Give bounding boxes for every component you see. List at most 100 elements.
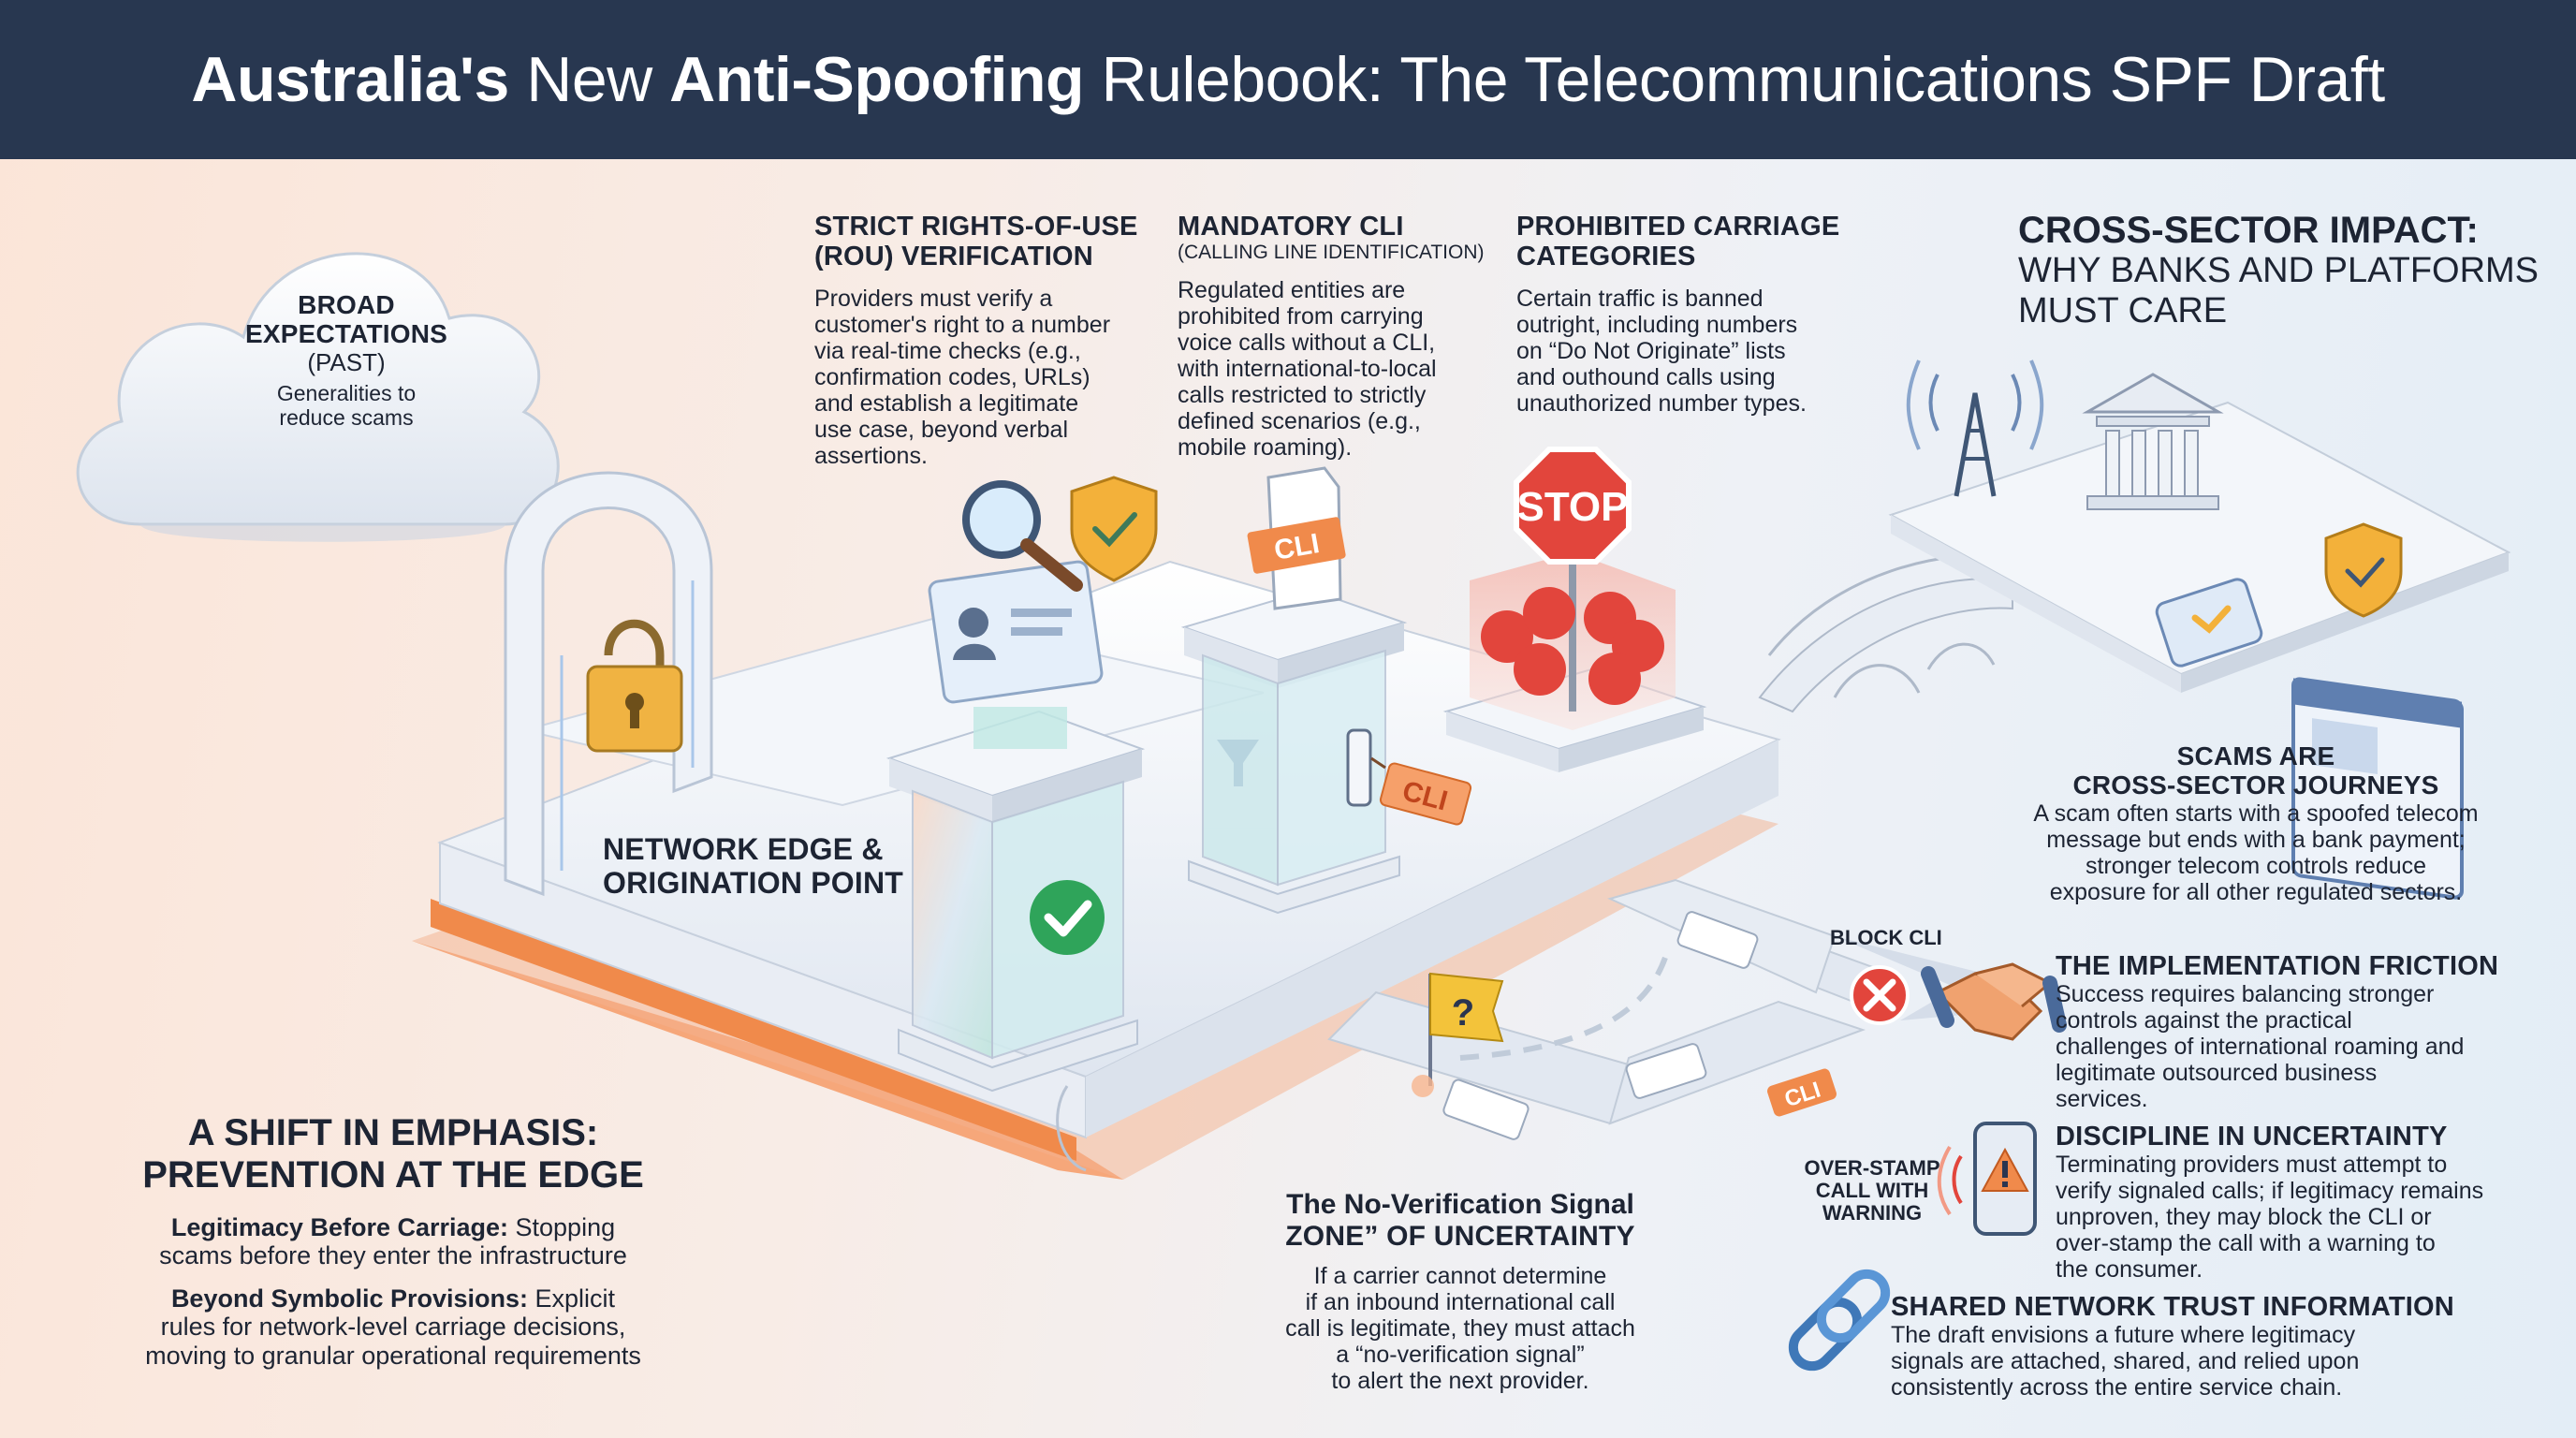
prohibited-heading-1: PROHIBITED CARRIAGE bbox=[1516, 212, 1840, 242]
web-platform-icon bbox=[2291, 677, 2464, 900]
friction-body-line: controls against the practical bbox=[2056, 1007, 2352, 1034]
shift-item-2-rest: Explicit bbox=[528, 1284, 616, 1313]
blocked-calls-icon bbox=[1481, 587, 1664, 705]
shield-icon bbox=[1070, 476, 1158, 582]
prohibited-body-line: unauthorized number types. bbox=[1516, 389, 1807, 417]
discipline-body-line: verify signaled calls; if legitimacy rem… bbox=[2056, 1178, 2484, 1205]
bank-icon bbox=[2082, 373, 2224, 510]
shared-heading: SHARED NETWORK TRUST INFORMATION bbox=[1891, 1292, 2454, 1322]
discipline-body-line: over-stamp the call with a warning to bbox=[2056, 1230, 2436, 1257]
scams-body-line: stronger telecom controls reduce bbox=[2085, 852, 2427, 879]
cli-body-line: voice calls without a CLI, bbox=[1178, 329, 1436, 356]
prohibited-body-line: on “Do Not Originate” lists bbox=[1516, 337, 1786, 364]
scams-heading-2: CROSS-SECTOR JOURNEYS bbox=[2072, 770, 2439, 800]
cell-tower-icon bbox=[1906, 360, 2044, 497]
block-x-icon bbox=[1850, 965, 1910, 1025]
prohibited-heading-2: CATEGORIES bbox=[1516, 242, 1696, 272]
title-part-3: Anti-Spoofing bbox=[669, 44, 1085, 115]
rou-body-line: use case, beyond verbal bbox=[814, 416, 1069, 443]
network-edge-1: NETWORK EDGE & bbox=[603, 832, 884, 866]
over-stamp-line: OVER-STAMP bbox=[1804, 1156, 1940, 1180]
cli-sub: (CALLING LINE IDENTIFICATION) bbox=[1178, 242, 1485, 264]
id-card-icon bbox=[928, 560, 1104, 749]
rou-body: Providers must verify a customer's right… bbox=[814, 286, 1161, 469]
shared-body-line: The draft envisions a future where legit… bbox=[1891, 1322, 2356, 1349]
over-stamp-label: OVER-STAMP CALL WITH WARNING bbox=[1802, 1156, 1942, 1225]
cli-body-line: with international-to-local bbox=[1178, 355, 1437, 382]
cloud-body-1: Generalities to bbox=[276, 380, 417, 405]
stop-sign-icon: STOP bbox=[1514, 447, 1632, 565]
shift-item-1-line2: scams before they enter the infrastructu… bbox=[159, 1240, 627, 1269]
shift-item-1-rest: Stopping bbox=[508, 1212, 616, 1241]
question-flag-icon: ? bbox=[1412, 972, 1504, 1097]
shift-item-1-bold: Legitimacy Before Carriage: bbox=[170, 1212, 509, 1241]
network-edge-label: NETWORK EDGE & ORIGINATION POINT bbox=[603, 832, 921, 901]
prohibited-body-line: outright, including numbers bbox=[1516, 311, 1798, 338]
cloud-body-2: reduce scams bbox=[279, 404, 414, 430]
over-stamp-line: WARNING bbox=[1822, 1201, 1923, 1225]
scams-body-line: exposure for all other regulated sectors… bbox=[2049, 878, 2463, 905]
shift-item-2-line3: moving to granular operational requireme… bbox=[145, 1341, 641, 1370]
shared-body-line: signals are attached, shared, and relied… bbox=[1891, 1348, 2360, 1375]
rou-body-line: Providers must verify a bbox=[814, 285, 1053, 312]
cli-body-line: calls restricted to strictly bbox=[1178, 381, 1427, 408]
stop-text: STOP bbox=[1516, 484, 1628, 530]
phone-icon bbox=[2155, 578, 2263, 668]
shift-item-2-line2: rules for network-level carriage decisio… bbox=[160, 1313, 626, 1342]
cross-sector-block: CROSS-SECTOR IMPACT: WHY BANKS AND PLATF… bbox=[2018, 210, 2542, 330]
shift-item-2: Beyond Symbolic Provisions: Explicit rul… bbox=[94, 1284, 693, 1370]
warning-phone-icon bbox=[1937, 1122, 2037, 1236]
cross-heading-1: CROSS-SECTOR IMPACT: bbox=[2018, 210, 2479, 251]
rou-body-line: and establish a legitimate bbox=[814, 389, 1079, 417]
padlock-icon bbox=[586, 619, 683, 753]
discipline-heading: DISCIPLINE IN UNCERTAINTY bbox=[2056, 1122, 2448, 1152]
cloud-heading-1: BROAD bbox=[298, 290, 395, 319]
no-verif-heading-2: ZONE” OF UNCERTAINTY bbox=[1285, 1220, 1635, 1252]
discipline-body-line: Terminating providers must attempt to bbox=[2056, 1152, 2448, 1179]
cli-body-line: prohibited from carrying bbox=[1178, 302, 1424, 330]
shift-item-1: Legitimacy Before Carriage: Stopping sca… bbox=[94, 1213, 693, 1269]
cli-document-icon: CLI bbox=[1247, 466, 1346, 610]
no-verif-body-line: to alert the next provider. bbox=[1331, 1368, 1589, 1395]
rou-body-line: assertions. bbox=[814, 442, 928, 469]
rou-body-line: customer's right to a number bbox=[814, 311, 1111, 338]
block-cli-label: BLOCK CLI bbox=[1830, 926, 1942, 949]
cross-heading-2: WHY BANKS AND PLATFORMS bbox=[2018, 251, 2539, 290]
discipline-body-line: the consumer. bbox=[2056, 1256, 2203, 1284]
check-badge-icon bbox=[1030, 880, 1105, 955]
cli-pedestal bbox=[1180, 588, 1408, 915]
friction-body-line: legitimate outsourced business bbox=[2056, 1060, 2378, 1087]
no-verif-body-line: If a carrier cannot determine bbox=[1313, 1263, 1607, 1290]
cli-body-line: mobile roaming). bbox=[1178, 433, 1353, 461]
no-verif-body-line: a “no-verification signal” bbox=[1336, 1342, 1585, 1369]
prohibited-body-line: and outhound calls using bbox=[1516, 363, 1776, 390]
cloud-heading-2: EXPECTATIONS bbox=[244, 319, 448, 349]
magnifier-icon bbox=[962, 480, 1083, 592]
path-message-cards: CLI bbox=[1442, 911, 1837, 1140]
platform-shield-icon bbox=[2324, 522, 2403, 618]
no-verif-body: If a carrier cannot determine if an inbo… bbox=[1198, 1263, 1722, 1394]
cli-heading: MANDATORY CLI bbox=[1178, 212, 1404, 242]
friction-body-line: challenges of international roaming and bbox=[2056, 1034, 2465, 1061]
rou-pedestal bbox=[886, 710, 1146, 1093]
shared-block: SHARED NETWORK TRUST INFORMATION The dra… bbox=[1891, 1292, 2546, 1401]
rou-block: STRICT RIGHTS-OF-USE (RoU) VERIFICATION … bbox=[814, 212, 1161, 469]
cli-body: Regulated entities are prohibited from c… bbox=[1178, 277, 1496, 461]
cloud-shape bbox=[76, 252, 560, 542]
title-part-1: Australia's bbox=[191, 44, 509, 115]
friction-heading: THE IMPLEMENTATION FRICTION bbox=[2056, 951, 2499, 981]
cloud-label: BROAD EXPECTATIONS (PAST) Generalities t… bbox=[187, 290, 505, 430]
scams-body-line: A scam often starts with a spoofed telec… bbox=[2033, 800, 2479, 827]
no-verif-body-line: if an inbound international call bbox=[1305, 1289, 1616, 1316]
no-verif-heading-1: The No-Verification Signal bbox=[1286, 1189, 1634, 1220]
cli-block: MANDATORY CLI (CALLING LINE IDENTIFICATI… bbox=[1178, 212, 1496, 461]
rou-body-line: confirmation codes, URLs) bbox=[814, 363, 1090, 390]
over-stamp-line: CALL WITH bbox=[1815, 1179, 1929, 1203]
shift-heading-1: A SHIFT IN EMPHASIS: bbox=[187, 1112, 599, 1153]
shift-item-2-bold: Beyond Symbolic Provisions: bbox=[170, 1284, 529, 1313]
question-mark: ? bbox=[1452, 992, 1474, 1034]
chain-link-icon bbox=[1788, 1269, 1891, 1372]
shift-heading-2: PREVENTION AT THE EDGE bbox=[142, 1153, 644, 1196]
rou-heading-1: STRICT RIGHTS-OF-USE bbox=[814, 212, 1138, 242]
cloud-sub: (PAST) bbox=[307, 347, 386, 376]
